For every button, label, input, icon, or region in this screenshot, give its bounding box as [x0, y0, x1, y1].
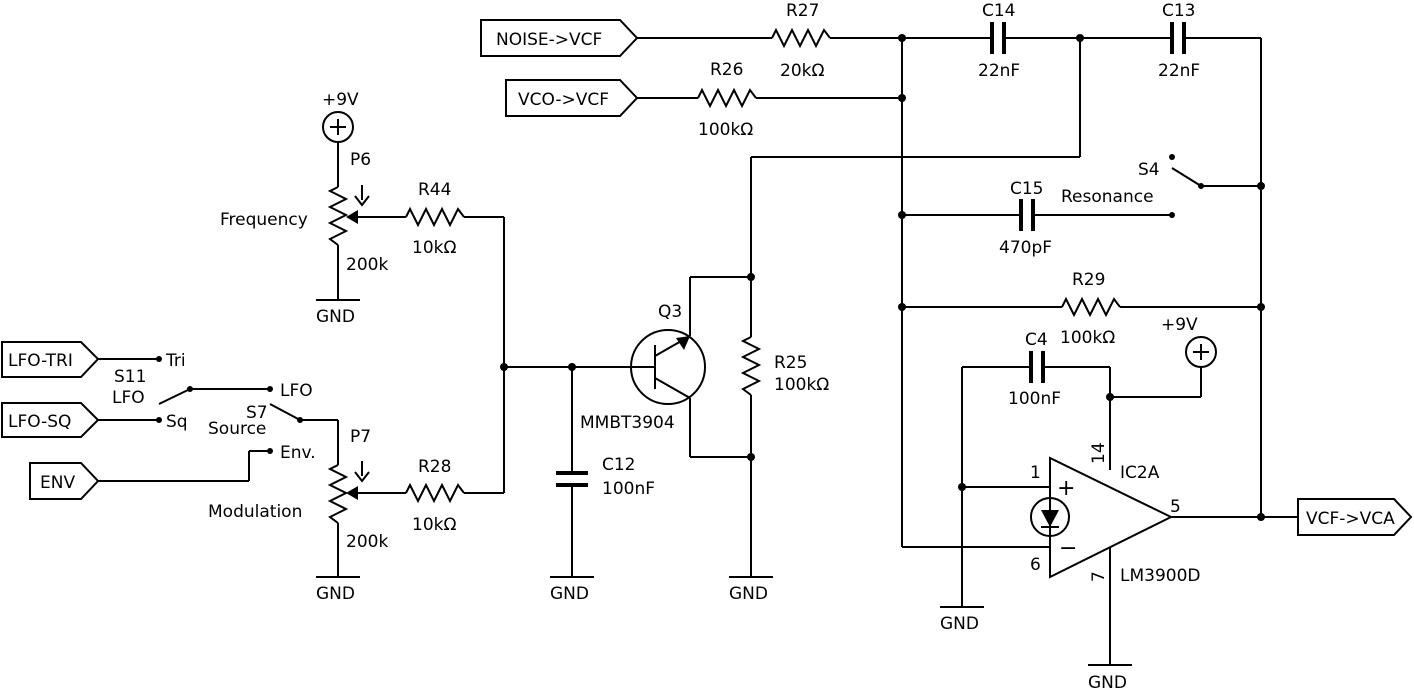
switch-s7 — [269, 403, 339, 465]
resistor-r27 — [771, 27, 831, 49]
r28-ref: R28 — [418, 457, 451, 477]
s7-label: Source — [208, 419, 266, 439]
lfo-sq-label: LFO-SQ — [8, 412, 71, 432]
capacitor-c14 — [990, 22, 1006, 54]
r26-value: 100kΩ — [698, 120, 753, 140]
r28-value: 10kΩ — [412, 515, 456, 535]
noise-vcf-port: NOISE->VCF — [480, 19, 639, 57]
vcc-label-opamp: +9V — [1161, 315, 1198, 335]
p7-ref: P7 — [350, 427, 371, 447]
c4-ref: C4 — [1025, 330, 1048, 350]
c13-ref: C13 — [1162, 1, 1196, 21]
r29-ref: R29 — [1072, 270, 1105, 290]
ic2a-ref: IC2A — [1120, 463, 1160, 483]
s11-label: LFO — [112, 388, 145, 408]
vco-vcf-label: VCO->VCF — [518, 90, 609, 110]
opamp-pin-vcc: 14 — [1089, 442, 1109, 464]
opamp-pin-out: 5 — [1170, 497, 1181, 517]
c13-value: 22nF — [1158, 61, 1200, 81]
r29-value: 100kΩ — [1060, 328, 1115, 348]
p6-wiper-arrow-icon — [354, 185, 370, 207]
resistor-r44 — [405, 206, 465, 228]
vco-vcf-port: VCO->VCF — [505, 79, 639, 117]
lfo-sq-port: LFO-SQ — [1, 402, 100, 438]
c4-value: 100nF — [1008, 389, 1061, 409]
c15-value: 470pF — [999, 238, 1052, 258]
capacitor-c15 — [1019, 199, 1035, 231]
capacitor-c4 — [1029, 351, 1045, 383]
r26-ref: R26 — [710, 60, 743, 80]
gnd-label-p7: GND — [316, 584, 355, 604]
s11-pos2: Sq — [166, 412, 188, 432]
gnd-label-r25: GND — [729, 584, 768, 604]
env-port: ENV — [29, 462, 100, 500]
switch-s11 — [158, 386, 273, 405]
p6-label: Frequency — [220, 210, 308, 230]
s11-pos1: Tri — [165, 351, 186, 371]
vcc-supply-opamp-icon — [1185, 336, 1217, 368]
r25-ref: R25 — [774, 353, 807, 373]
vcc-label-top: +9V — [322, 90, 359, 110]
q3-value: MMBT3904 — [580, 413, 675, 433]
r25-value: 100kΩ — [774, 375, 829, 395]
r44-ref: R44 — [418, 180, 451, 200]
c12-value: 100nF — [602, 479, 655, 499]
resistor-r29 — [1061, 296, 1121, 318]
gnd-label-opamp-left: GND — [940, 614, 979, 634]
p6-ref: P6 — [350, 150, 371, 170]
vcc-supply-icon — [322, 111, 354, 143]
lfo-tri-label: LFO-TRI — [8, 351, 73, 371]
potentiometer-p7 — [327, 464, 349, 524]
noise-vcf-label: NOISE->VCF — [496, 30, 602, 50]
current-source-icon — [1030, 497, 1070, 537]
opamp-pin-plus: 1 — [1030, 463, 1041, 483]
p7-label: Modulation — [208, 502, 302, 522]
r27-ref: R27 — [786, 1, 819, 21]
q3-ref: Q3 — [658, 302, 682, 322]
resistor-r26 — [697, 87, 757, 109]
vcf-vca-port: VCF->VCA — [1297, 498, 1413, 536]
c15-ref: C15 — [1010, 179, 1044, 199]
r27-value: 20kΩ — [780, 61, 824, 81]
c12-ref: C12 — [602, 455, 636, 475]
resistor-r25 — [740, 336, 762, 396]
s7-ref: S7 — [246, 403, 268, 423]
capacitor-c13 — [1170, 22, 1186, 54]
ic2a-value: LM3900D — [1120, 566, 1201, 586]
env-label: ENV — [40, 473, 75, 493]
gnd-label-p6: GND — [316, 307, 355, 327]
c14-ref: C14 — [982, 1, 1016, 21]
s7-pos1: LFO — [280, 381, 313, 401]
resonance-label: Resonance — [1061, 187, 1154, 207]
capacitor-c12 — [556, 471, 588, 487]
gnd-label-opamp: GND — [1088, 673, 1127, 691]
opamp-pin-gnd: 7 — [1089, 571, 1109, 582]
opamp-pin-minus: 6 — [1030, 555, 1041, 575]
potentiometer-p6 — [327, 186, 349, 246]
s7-pos2: Env. — [280, 443, 316, 463]
opamp-minus-sign: − — [1059, 536, 1077, 561]
resistor-r28 — [405, 482, 465, 504]
p6-value: 200k — [346, 255, 388, 275]
s4-ref: S4 — [1138, 160, 1160, 180]
vcf-vca-label: VCF->VCA — [1306, 509, 1395, 529]
lfo-tri-port: LFO-TRI — [1, 341, 100, 378]
p7-wiper-arrow-icon — [354, 461, 370, 483]
switch-s4 — [1169, 154, 1261, 189]
s11-ref: S11 — [114, 367, 146, 387]
gnd-label-c12: GND — [550, 584, 589, 604]
r44-value: 10kΩ — [412, 238, 456, 258]
p7-value: 200k — [346, 532, 388, 552]
opamp-plus-sign: + — [1057, 476, 1075, 501]
c14-value: 22nF — [978, 61, 1020, 81]
